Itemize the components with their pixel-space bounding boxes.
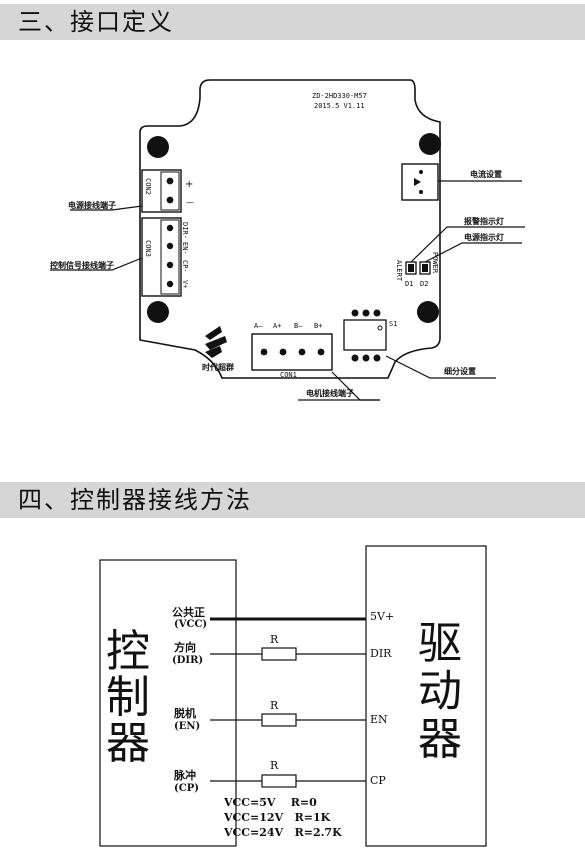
driver-char-1: 驱 [418, 618, 462, 669]
resistor-en-label: R [270, 699, 279, 712]
con3-pin-en: EN- [181, 242, 189, 255]
con3-pin-dir: DIR- [181, 222, 189, 239]
motor-pin-b-plus: B+ [314, 322, 322, 330]
mount-hole-bl [147, 301, 169, 323]
con2-id: CON2 [144, 178, 152, 195]
d1-label: D1 [405, 280, 413, 288]
signal-dir-name: 方向 [174, 640, 196, 654]
callout-control-terminal: 控制信号接线端子 [50, 260, 114, 270]
mount-hole-br [417, 301, 439, 323]
con3-pin-v: V+ [181, 280, 189, 288]
resistor-cp [261, 774, 297, 788]
con3-id: CON3 [144, 240, 152, 257]
brand-logo [205, 326, 227, 358]
note-24v: VCC=24V R=2.7K [223, 826, 342, 839]
resistor-en [261, 713, 297, 727]
controller-char-2: 制 [106, 672, 150, 723]
mount-hole-tl [147, 136, 169, 158]
motor-pin-a-minus: A— [254, 322, 263, 330]
con3-connector [141, 217, 182, 297]
resistor-cp-label: R [270, 759, 279, 772]
callout-power-light: 电源指示灯 [464, 232, 504, 242]
board-model: ZD-2HD330-M57 [312, 92, 367, 100]
driver-board-diagram: ZD-2HD330-M57 2015.5 V1.11 CON2 + — CON3… [50, 79, 525, 401]
current-setting-switch [401, 163, 439, 201]
con1-connector [251, 333, 333, 371]
brand-text: 时代超群 [202, 362, 234, 372]
motor-pin-a-plus: A+ [273, 322, 281, 330]
power-label: POWER [431, 252, 439, 274]
pin-cp: CP [370, 774, 386, 787]
resistor-dir [261, 647, 297, 661]
callout-current-setting: 电流设置 [470, 169, 502, 179]
signal-vcc-sub: (VCC) [174, 619, 207, 630]
signal-en-name: 脱机 [174, 706, 196, 720]
board-outline [139, 79, 441, 379]
con3-pin-cp: CP- [181, 260, 189, 273]
con1-id: CON1 [280, 371, 297, 379]
callout-subdivision: 细分设置 [444, 366, 476, 376]
section-title-interface: 三、接口定义 [0, 4, 585, 40]
resistor-dir-label: R [270, 633, 279, 646]
wiring-diagram: 控 制 器 驱 动 器 公共正 (VCC) 5V+ 方向 (DIR) R DIR… [99, 545, 487, 847]
pin-5v: 5V+ [370, 610, 394, 623]
pin-en: EN [370, 713, 388, 726]
subdivision-switch [343, 319, 387, 351]
controller-char-1: 控 [106, 626, 150, 677]
switch-id: S1 [389, 320, 397, 328]
signal-cp-name: 脉冲 [173, 768, 196, 782]
driver-char-2: 动 [418, 666, 462, 717]
con2-connector [141, 169, 182, 213]
callout-motor-terminal: 电机接线端子 [306, 388, 354, 398]
con2-pin-minus: — [186, 198, 194, 207]
driver-box [365, 545, 487, 847]
signal-dir-sub: (DIR) [172, 655, 203, 666]
controller-box [99, 559, 237, 847]
section-title-wiring: 四、控制器接线方法 [0, 482, 585, 518]
board-version: 2015.5 V1.11 [314, 102, 365, 110]
driver-char-3: 器 [418, 714, 462, 765]
signal-cp-sub: (CP) [174, 783, 199, 794]
callout-power-terminal: 电源接线端子 [68, 200, 116, 210]
mount-hole-tr [419, 133, 441, 155]
callout-alarm-light: 报警指示灯 [464, 216, 504, 226]
controller-char-3: 器 [106, 718, 150, 769]
signal-en-sub: (EN) [174, 721, 200, 732]
note-5v: VCC=5V R=0 [223, 796, 317, 809]
con2-pin-plus: + [185, 179, 193, 190]
signal-vcc-name: 公共正 [172, 605, 205, 619]
motor-pin-b-minus: B— [294, 322, 303, 330]
alert-label: ALERT [395, 260, 403, 282]
note-12v: VCC=12V R=1K [223, 811, 331, 824]
pin-dir: DIR [370, 647, 392, 660]
d2-label: D2 [420, 280, 428, 288]
